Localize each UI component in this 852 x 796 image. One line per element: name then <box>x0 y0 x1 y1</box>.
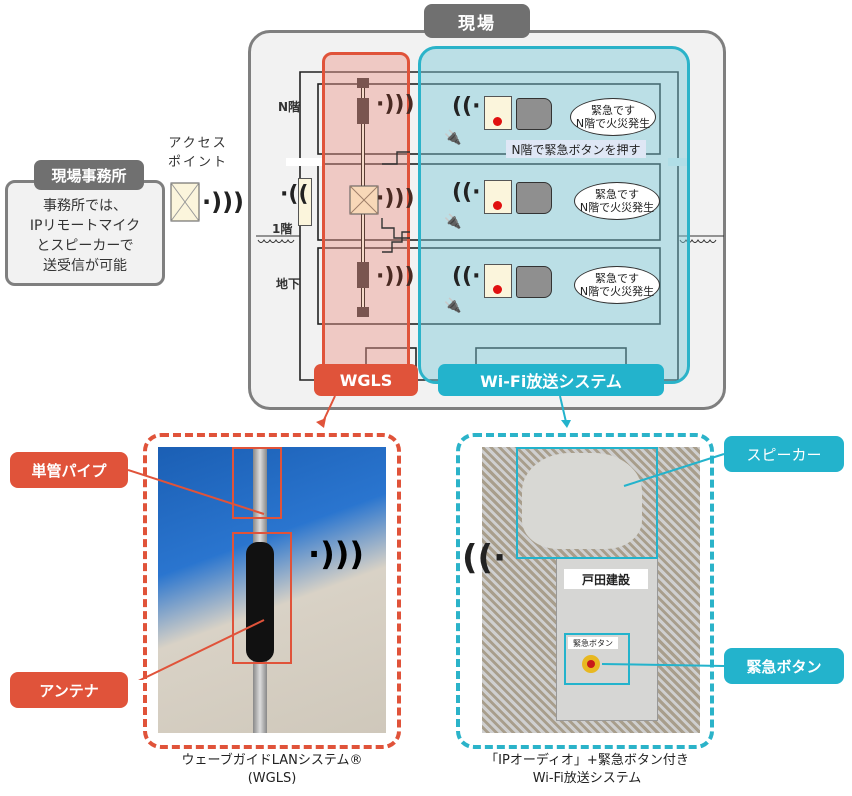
wgls-signal-icon-1f: ·))) <box>376 186 415 211</box>
speaker-highlight <box>516 447 658 559</box>
antenna-highlight <box>232 532 292 664</box>
break-mark-left <box>286 158 322 166</box>
wifi-signal-icon: ·))) <box>202 188 245 216</box>
bubble-line1: 緊急です <box>595 272 639 285</box>
bubble-line1: 緊急です <box>595 188 639 201</box>
floor-label-n: N階 <box>278 100 301 114</box>
push-button-note: N階で緊急ボタンを押す <box>506 140 646 158</box>
wgls-photo-panel <box>143 433 401 749</box>
button-plate: 緊急ボタン <box>568 637 618 649</box>
callout-lines-wgls <box>128 469 265 680</box>
pipe-cap-bottom <box>357 307 369 317</box>
speaker-icon-n <box>516 98 552 130</box>
wifi-caption: 「IPオーディオ」+緊急ボタン付き Wi-Fi放送システム <box>452 752 722 788</box>
antenna-b1 <box>357 262 369 288</box>
wifi-photo-panel <box>456 433 714 749</box>
speech-bubble-b1: 緊急です N階で火災発生 <box>574 266 660 304</box>
emergency-button-icon-n <box>493 117 502 126</box>
wgls-caption-line1: ウェーブガイドLANシステム® <box>181 753 363 768</box>
floor-label-1f: 1階 <box>272 222 293 236</box>
wgls-photo: ·))) <box>158 447 386 733</box>
emergency-button-icon-b1 <box>493 285 502 294</box>
power-plug-icon-1f: 🔌 <box>444 214 462 230</box>
wgls-caption: ウェーブガイドLANシステム® (WGLS) <box>140 752 404 788</box>
wifi-signal-icon-1f: ((· <box>452 180 481 205</box>
pipe-cap-top <box>357 78 369 88</box>
floor-label-b1: 地下 <box>276 277 301 291</box>
ip-audio-box-n <box>484 96 512 130</box>
speaker-icon-1f <box>516 182 552 214</box>
emergency-button-icon-1f <box>493 201 502 210</box>
speech-bubble-n: 緊急です N階で火災発生 <box>570 98 656 136</box>
ground-left <box>257 239 295 243</box>
callout-antenna: アンテナ <box>10 672 128 708</box>
wifi-caption-line2: Wi-Fi放送システム <box>532 771 642 786</box>
wifi-photo: 戸田建設 緊急ボタン <box>482 447 700 733</box>
wgls-pipe-diagram <box>349 78 410 317</box>
wifi-signal-icon-b1: ((· <box>452 264 481 289</box>
bubble-line1: 緊急です <box>591 104 635 117</box>
power-plug-icon-n: 🔌 <box>444 130 462 146</box>
speech-bubble-1f: 緊急です N階で火災発生 <box>574 182 660 220</box>
connector-arrows <box>316 395 571 428</box>
office-box <box>5 180 165 286</box>
office-description: 事務所では、 IPリモートマイク とスピーカーで 送受信が可能 <box>8 196 162 276</box>
office-line: IPリモートマイク <box>29 218 141 234</box>
site-access-point-icon <box>298 178 312 226</box>
button-highlight <box>564 633 630 685</box>
floor-box-1f <box>317 163 661 241</box>
wifi-signal-icon: ((· <box>462 538 506 578</box>
bubble-line2: N階で火災発生 <box>579 285 655 298</box>
ip-audio-box-b1 <box>484 264 512 298</box>
floor-box-b1 <box>317 247 661 325</box>
wifi-broadcast-label: Wi-Fi放送システム <box>438 364 664 396</box>
wgls-signal-icon-b1: ·))) <box>376 264 415 289</box>
ground-right <box>679 239 717 243</box>
wifi-caption-line1: 「IPオーディオ」+緊急ボタン付き <box>485 753 689 768</box>
site-frame <box>248 30 726 410</box>
break-mark-right <box>668 158 690 166</box>
office-line: とスピーカーで <box>36 238 134 254</box>
wifi-signal-icon: ·))) <box>308 535 365 573</box>
power-plug-icon-b1: 🔌 <box>444 298 462 314</box>
office-line: 事務所では、 <box>43 198 127 214</box>
access-point-label-line2: ポイント <box>167 155 228 170</box>
wgls-signal-icon-n: ·))) <box>376 92 415 117</box>
speaker-horn-image <box>522 453 642 549</box>
emergency-button-red <box>587 660 595 668</box>
callout-emergency-button: 緊急ボタン <box>724 648 844 684</box>
bubble-line2: N階で火災発生 <box>575 117 651 130</box>
callout-speaker: スピーカー <box>724 436 844 472</box>
antenna-n <box>357 98 369 124</box>
wifi-signal-icon: ))· <box>280 182 309 207</box>
antenna-image <box>246 542 274 662</box>
office-line: 送受信が可能 <box>43 258 127 274</box>
wgls-label: WGLS <box>314 364 418 396</box>
pipe-highlight <box>232 447 282 519</box>
access-point-label-line1: アクセス <box>168 136 228 151</box>
wifi-signal-icon-n: ((· <box>452 94 481 119</box>
access-point-label: アクセス ポイント <box>160 134 236 172</box>
speaker-icon-b1 <box>516 266 552 298</box>
access-point-icon <box>170 182 200 222</box>
wgls-caption-line2: (WGLS) <box>247 771 297 786</box>
callout-lines-wifi <box>601 453 725 667</box>
bubble-line2: N階で火災発生 <box>579 201 655 214</box>
office-title: 現場事務所 <box>34 160 144 190</box>
callout-single-pipe: 単管パイプ <box>10 452 128 488</box>
site-title: 現場 <box>424 4 530 38</box>
company-sign: 戸田建設 <box>564 569 648 589</box>
floor-box-n <box>317 83 661 155</box>
